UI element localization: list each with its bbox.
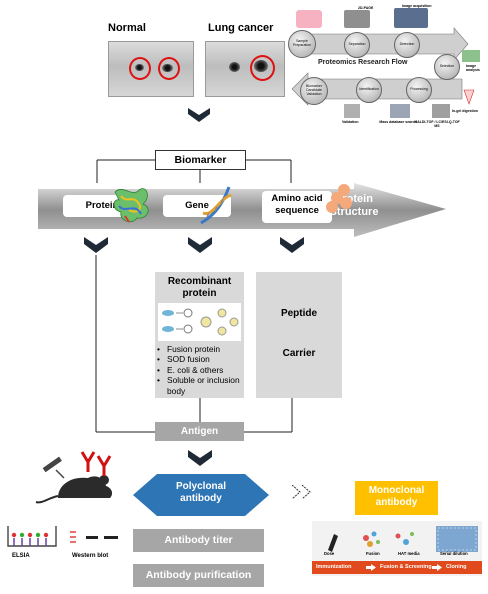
mouse-immunization-illustration (35, 451, 113, 504)
step-immunization: Immunization (316, 564, 352, 570)
maldi-tof-label: MALDI-TOF / LC/ESI-Q-TOF MS (414, 120, 460, 128)
polyclonal-line1: Polyclonal (175, 481, 226, 492)
western-blot-label: Western blot (72, 553, 109, 559)
carrier-label: Carrier (282, 348, 316, 359)
biomarker-box: Biomarker (155, 150, 246, 170)
step-fusion-screening: Fusion & Screening (380, 564, 432, 570)
polyclonal-diamond-shape (133, 474, 269, 516)
amino-acid-label-box: Amino acid sequence (262, 191, 332, 223)
chevron-down-icon (280, 237, 304, 253)
node-identification: Identification (356, 77, 382, 103)
bullet-sod-fusion: SOD fusion (155, 354, 244, 365)
normal-highlight-ring-2 (158, 57, 180, 80)
mass-database-search-label: Mass database search (379, 120, 417, 124)
recombinant-title-line1: Recombinant (167, 276, 232, 287)
normal-gel-image (108, 41, 194, 97)
antibody-titer-box: Antibody titer (133, 529, 264, 552)
in-gel-digestion-label: In-gel digestion (452, 109, 478, 113)
chevron-down-icon (188, 237, 212, 253)
workflow-step-bar: Immunization Fusion & Screening Cloning (312, 561, 482, 574)
expression-scheme-diagram (158, 303, 241, 341)
monoclonal-line1: Monoclonal (368, 485, 425, 496)
proteomics-flow-title: Proteomics Research Flow (318, 59, 408, 66)
polyclonal-antibody-label: Polyclonal antibody (133, 481, 269, 505)
antibody-purification-box: Antibody purification (133, 564, 264, 587)
dna-helix-icon (200, 186, 232, 225)
fusion-label: Fusion (366, 551, 380, 556)
hat-media-label: HAT media (398, 551, 420, 556)
lung-cancer-label: Lung cancer (208, 22, 274, 34)
lung-cancer-gel-image (205, 41, 285, 97)
node-processing: Processing (406, 77, 432, 103)
bullet-soluble: Soluble or inclusion body (155, 375, 244, 396)
protein-structure-title-line2: Structure (329, 206, 379, 218)
bullet-fusion-protein: Fusion protein (155, 344, 244, 355)
chevron-down-icon (188, 108, 210, 122)
arrow-right-icon (432, 564, 442, 571)
chevron-down-icon (84, 237, 108, 253)
node-separation: Separation (344, 32, 370, 58)
western-blot-icon (70, 531, 118, 543)
antigen-box: Antigen (155, 422, 244, 441)
polyclonal-line2: antibody (180, 493, 222, 504)
chevron-down-icon (188, 450, 212, 466)
arrow-right-icon (366, 564, 376, 571)
recombinant-title-line2: protein (182, 288, 217, 299)
bullet-ecoli: E. coli & others (155, 365, 244, 376)
monoclonal-workflow-panel: Dose Fusion HAT media Serial dilution Im… (312, 521, 482, 576)
peptide-label: Peptide (280, 308, 318, 319)
dose-label: Dose (324, 551, 335, 556)
recombinant-bullet-list: Fusion protein SOD fusion E. coli & othe… (155, 344, 244, 396)
2d-page-label: 2D-PAGE (358, 6, 374, 10)
validation-label: Validation (342, 120, 359, 124)
workflow-illustrations (328, 526, 478, 552)
protein-structure-title: Protein Structure (318, 193, 390, 219)
protein-structure-icon (113, 188, 149, 223)
image-analysis-label: Image analysis (466, 64, 480, 72)
monoclonal-line2: antibody (375, 497, 418, 508)
node-selection: Selection (434, 54, 460, 80)
amino-acid-beads-icon (326, 184, 352, 213)
node-detection: Detection (394, 32, 420, 58)
node-sample-preparation: Sample Preparation (288, 30, 316, 58)
normal-label: Normal (108, 22, 146, 34)
serial-dilution-label: Serial dilution (440, 551, 468, 556)
step-cloning: Cloning (446, 564, 467, 570)
peptide-carrier-box: Peptide Carrier (256, 272, 342, 398)
double-chevron-right-icon (292, 485, 311, 499)
amino-acid-line2: sequence (275, 204, 319, 216)
cancer-highlight-ring (250, 55, 275, 81)
recombinant-protein-box: Recombinant protein Fusion protein SOD f… (155, 272, 244, 398)
amino-acid-line1: Amino acid (271, 193, 323, 204)
elisa-plate-icon (7, 526, 57, 547)
normal-highlight-ring-1 (129, 57, 151, 80)
elisa-label: ELSIA (12, 553, 30, 559)
proteomics-flow-panel: 2D-PAGE Image acquisition Sample Prepara… (286, 4, 484, 132)
image-acquisition-label: Image acquisition (402, 4, 432, 8)
node-biomarker-validation: Biomarker Candidate Validation (300, 77, 328, 105)
monoclonal-antibody-box: Monoclonal antibody (355, 481, 438, 515)
